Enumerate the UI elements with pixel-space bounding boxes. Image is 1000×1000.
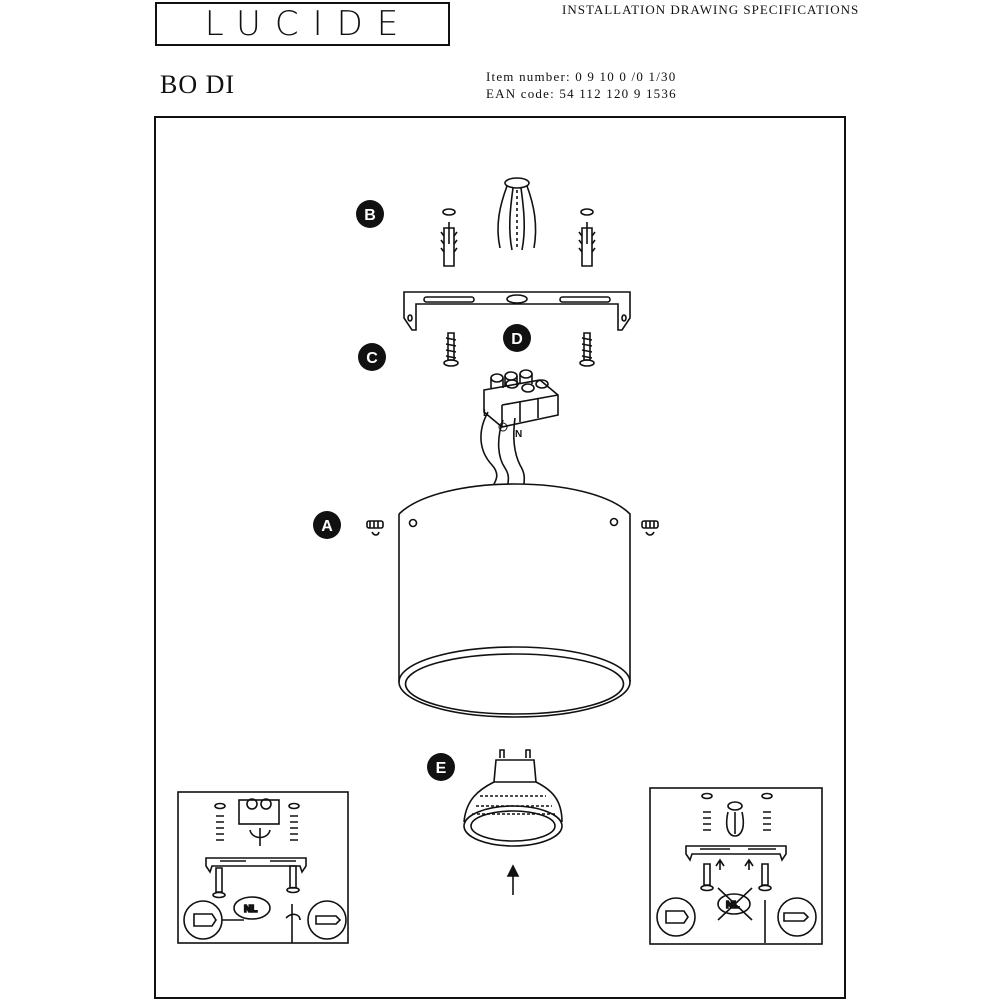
fixture-body — [398, 483, 631, 718]
callout-b-badge — [356, 200, 384, 228]
drawing-frame — [154, 116, 846, 999]
callout-e-label: E — [436, 760, 447, 777]
terminal-block — [483, 369, 559, 428]
ceiling-wires — [497, 177, 537, 251]
side-screw-right — [641, 520, 659, 536]
callout-c-label: C — [366, 350, 378, 367]
side-screw-left — [366, 520, 384, 536]
screw-left — [443, 332, 459, 367]
terminal-label-live: L — [483, 408, 489, 419]
gu10-lamp — [463, 749, 563, 847]
callout-d-label: D — [511, 331, 523, 348]
inset-left — [177, 791, 349, 944]
wall-plug-right — [578, 208, 596, 267]
product-name: BO DI — [160, 70, 236, 99]
document-title: INSTALLATION DRAWING SPECIFICATIONS — [562, 2, 860, 17]
callout-d-badge — [503, 324, 531, 352]
callout-a-label: A — [321, 518, 333, 535]
inset-right — [649, 787, 823, 945]
callout-b-label: B — [364, 207, 376, 224]
insert-arrow — [506, 864, 520, 895]
callout-a-badge — [313, 511, 341, 539]
callout-c-badge — [358, 343, 386, 371]
inset-right-label: NL — [726, 900, 739, 911]
terminal-label-neutral: N — [515, 429, 522, 440]
wall-plug-left — [440, 208, 458, 267]
product-codes: Item number: 0 9 10 0 /0 1/30 EAN code: … — [486, 68, 677, 102]
inset-left-label: NL — [244, 904, 257, 915]
callout-e-badge — [427, 753, 455, 781]
mounting-bracket — [403, 291, 631, 331]
item-number: Item number: 0 9 10 0 /0 1/30 — [486, 69, 677, 84]
fixture-wires — [480, 411, 526, 485]
brand-logo-text: LUCIDE — [204, 4, 413, 44]
earth-symbol — [498, 422, 508, 432]
ean-code: EAN code: 54 112 120 9 1536 — [486, 86, 677, 101]
screw-right — [579, 332, 595, 367]
brand-logo: LUCIDE — [155, 2, 450, 46]
